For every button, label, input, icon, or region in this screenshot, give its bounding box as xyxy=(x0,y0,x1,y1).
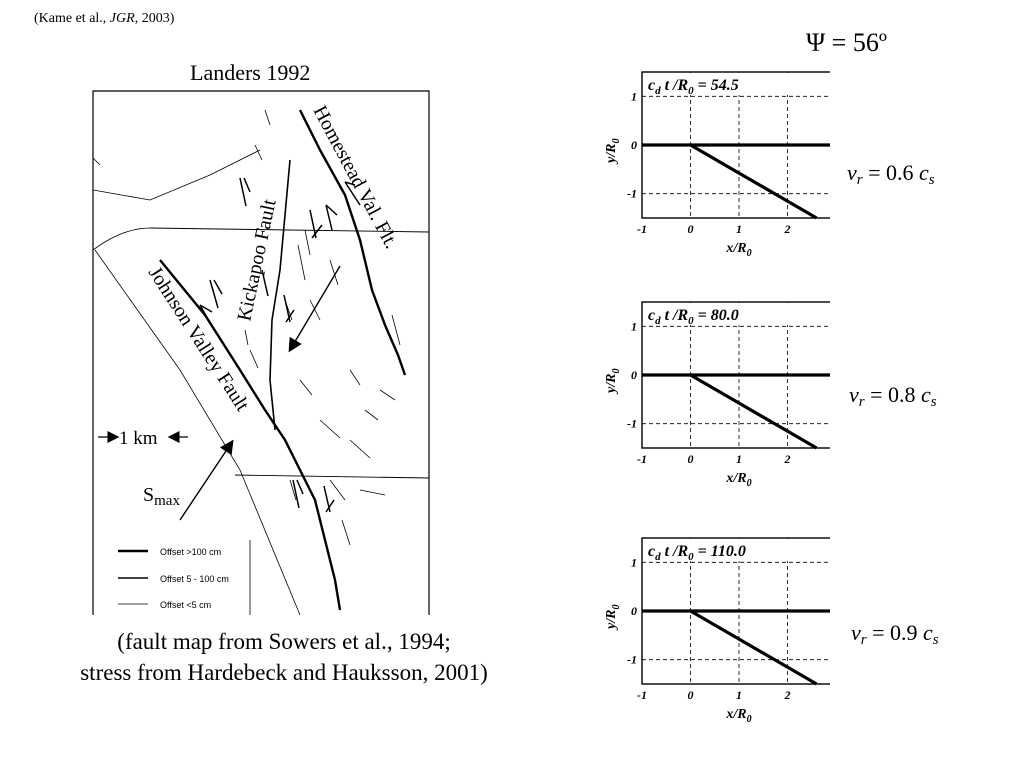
map-frame xyxy=(92,90,430,615)
johnson-valley-fault-trace xyxy=(159,259,342,611)
y-tick-label: 0 xyxy=(631,138,637,152)
y-tick-label: 1 xyxy=(631,89,637,103)
branch-fault-line xyxy=(689,609,818,686)
map-grid-line xyxy=(149,227,430,233)
x-tick-label: 2 xyxy=(784,688,791,702)
y-tick-label: 0 xyxy=(631,368,637,382)
x-axis-label: x/R0 xyxy=(725,241,751,259)
vr-label-2: vr = 0.8 cs xyxy=(849,382,937,410)
citation-prefix: (Kame et al., xyxy=(34,11,110,26)
map-grid-line xyxy=(234,474,430,479)
x-axis-label: x/R0 xyxy=(725,471,751,489)
citation-suffix: , 2003) xyxy=(134,11,175,26)
homestead-valley-fault-trace xyxy=(298,109,407,376)
x-tick-label: 0 xyxy=(688,688,694,702)
map-road xyxy=(92,157,101,166)
smax-label: Smax xyxy=(143,484,180,509)
x-tick-label: 1 xyxy=(736,222,742,236)
x-tick-label: -1 xyxy=(637,452,647,466)
y-tick-label: 1 xyxy=(631,319,637,333)
y-tick-label: 0 xyxy=(631,604,637,618)
branch-fault-line xyxy=(689,143,818,220)
time-annotation: cd t /R0 = 110.0 xyxy=(648,543,746,563)
citation-journal: JGR xyxy=(109,11,135,26)
x-tick-label: 0 xyxy=(688,452,694,466)
x-tick-label: 2 xyxy=(784,452,791,466)
time-annotation: cd t /R0 = 80.0 xyxy=(648,307,739,327)
legend-item: Offset >100 cm xyxy=(160,547,221,557)
legend-item: Offset <5 cm xyxy=(160,600,211,610)
x-tick-label: 2 xyxy=(784,222,791,236)
scale-label: 1 km xyxy=(119,428,158,449)
y-tick-label: -1 xyxy=(627,653,637,667)
citation: (Kame et al., JGR, 2003) xyxy=(34,11,174,27)
smax-arrow xyxy=(179,439,234,521)
vr-label-1: vr = 0.6 cs xyxy=(847,160,935,188)
y-axis-label: y/R0 xyxy=(604,139,622,165)
y-tick-label: 1 xyxy=(631,555,637,569)
map-legend: Offset >100 cm Offset 5 - 100 cm Offset … xyxy=(118,540,251,615)
map-road xyxy=(94,249,301,616)
x-tick-label: 1 xyxy=(736,688,742,702)
map-road xyxy=(92,227,151,251)
map-road xyxy=(92,149,261,201)
time-annotation: cd t /R0 = 54.5 xyxy=(648,77,739,97)
fault-map: Homestead Val. Flt. Kickapoo Fault Johns… xyxy=(92,90,430,616)
x-tick-label: -1 xyxy=(637,222,647,236)
smax-arrow xyxy=(288,265,341,353)
y-axis-label: y/R0 xyxy=(604,369,622,395)
y-tick-label: -1 xyxy=(627,187,637,201)
x-tick-label: 1 xyxy=(736,452,742,466)
y-axis-label: y/R0 xyxy=(604,605,622,631)
caption-line: (fault map from Sowers et al., 1994; xyxy=(117,629,451,654)
caption-line: stress from Hardebeck and Hauksson, 2001… xyxy=(80,660,488,685)
legend-item: Offset 5 - 100 cm xyxy=(160,574,229,584)
x-axis-label: x/R0 xyxy=(725,707,751,725)
annotation-bg xyxy=(644,73,794,95)
kickapoo-fault-trace xyxy=(269,159,291,431)
map-title: Landers 1992 xyxy=(190,60,311,85)
kickapoo-fault-label: Kickapoo Fault xyxy=(233,197,280,323)
psi-label: Ψ = 56º xyxy=(806,28,887,57)
branch-fault-line xyxy=(689,373,818,450)
y-tick-label: -1 xyxy=(627,417,637,431)
vr-label-3: vr = 0.9 cs xyxy=(851,620,939,648)
x-tick-label: -1 xyxy=(637,688,647,702)
annotation-bg xyxy=(644,303,794,325)
annotation-bg xyxy=(644,539,794,561)
johnson-valley-fault-label: Johnson Valley Fault xyxy=(144,263,254,416)
minor-fractures xyxy=(244,109,401,546)
slip-symbols xyxy=(199,177,361,513)
map-caption: (fault map from Sowers et al., 1994; str… xyxy=(20,626,548,688)
x-tick-label: 0 xyxy=(688,222,694,236)
